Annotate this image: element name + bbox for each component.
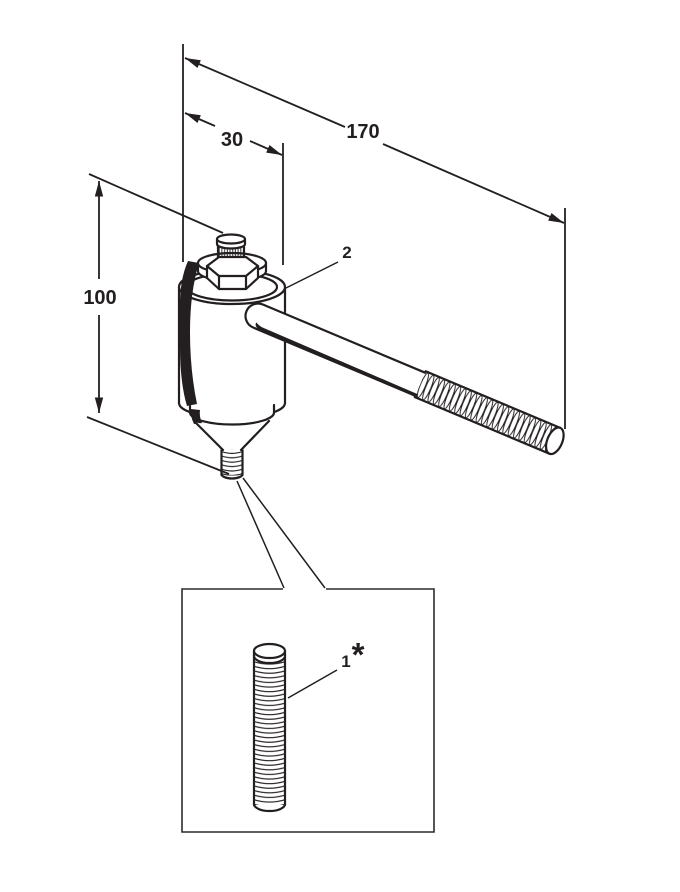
extension-line-height-top [88,173,224,234]
hex-nut [205,255,260,291]
step-disc-shading [190,409,202,424]
cone-fill [195,421,269,450]
dimension-30: 30 [184,112,283,156]
part-label-1: 1 * [287,636,365,699]
threaded-rod-part [252,642,287,813]
footnote-asterisk: * [352,636,365,673]
dimension-value-30: 30 [221,129,243,151]
callout-leader-lines [236,477,326,589]
bottom-stud-sides [220,448,244,477]
dimension-100: 100 [83,181,117,413]
dimension-line [184,57,346,128]
threaded-rod-top [252,642,287,660]
threaded-rod-bottom [252,802,287,813]
dimension-line [382,143,565,224]
part-label-2: 2 [283,243,352,290]
part-number-2: 2 [342,243,351,262]
dimension-line [184,112,216,127]
hex-nut-top-edge [205,264,260,278]
rod-end-face [544,426,565,456]
hex-nut-facets [217,274,248,291]
extension-line-height-bottom [86,416,230,475]
hinge-assembly [177,233,565,480]
bottom-step-disc [188,403,276,426]
bottom-cone [193,419,271,452]
rod-shading [255,322,419,398]
cone-edges [193,419,271,452]
bottom-adjuster-stud [220,448,244,480]
rod-threads [414,371,561,454]
threaded-rod-sides [252,653,287,807]
bottom-stud-threads [221,449,243,476]
dimension-170: 170 [184,57,565,224]
top-stud-cap [215,233,247,245]
leader-line-1 [287,669,338,699]
bottom-stud-end [220,472,244,480]
leader-line-2 [283,261,339,290]
dimension-line [249,140,283,156]
dimension-value-170: 170 [346,121,379,143]
extension-lines [86,44,566,475]
threaded-rod-threads [254,655,285,805]
cylinder-shading [179,261,199,406]
step-disc [188,403,276,426]
gudgeon-rod [244,302,565,456]
detail-box [181,588,435,833]
part-number-1: 1 [341,652,350,671]
detail-callout: 1 * [181,477,435,833]
dimension-value-100: 100 [83,287,116,309]
